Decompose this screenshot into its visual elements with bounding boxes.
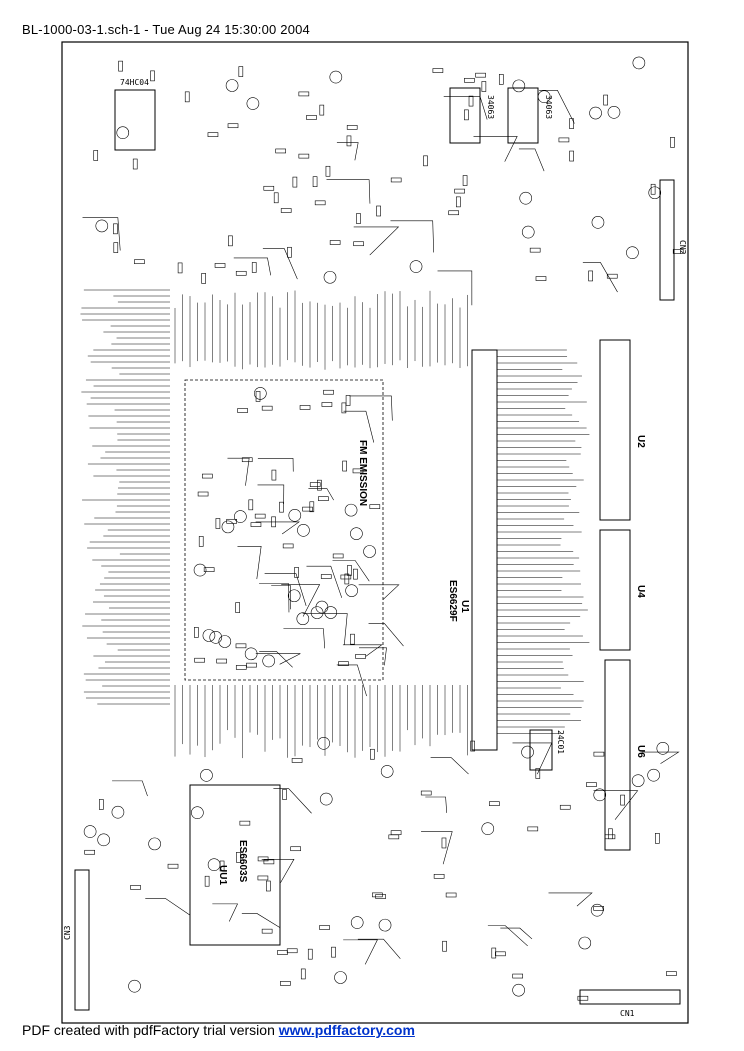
chip-uu1-ref: UU1	[217, 865, 228, 885]
chip-u3-part: 24C01	[556, 730, 565, 754]
connector-cn3	[74, 869, 90, 1011]
chip-u2-ref: U2	[635, 435, 646, 448]
connector-cn2-label: CN2	[678, 240, 687, 255]
chip-u3	[529, 729, 553, 771]
connector-cn1-label: CN1	[620, 1009, 635, 1018]
chip-u7	[507, 87, 539, 144]
chip-u5	[114, 89, 156, 151]
chip-u11	[449, 87, 481, 144]
chip-u4	[599, 529, 631, 651]
page-title: BL-1000-03-1.sch-1 - Tue Aug 24 15:30:00…	[22, 22, 310, 37]
chip-u1-ref: U1	[459, 600, 470, 613]
connector-cn1	[579, 989, 681, 1005]
chip-u6-ref: U6	[635, 745, 646, 758]
chip-u11-part: 34063	[486, 95, 495, 119]
chip-u5-part: 74HC04	[120, 78, 149, 87]
pdf-footer: PDF created with pdfFactory trial versio…	[22, 1022, 415, 1038]
chip-uu1-part: ES6603S	[237, 840, 248, 883]
chip-u2	[599, 339, 631, 521]
schematic-frame	[61, 41, 689, 1024]
schematic-drawing: FM EMISSION U1 ES6629F U2 U4 U6 24C01 UU…	[61, 41, 689, 1024]
footer-text: PDF created with pdfFactory trial versio…	[22, 1022, 279, 1038]
chip-u1	[471, 349, 498, 751]
fm-emission-block	[184, 379, 384, 681]
chip-u6	[604, 659, 631, 851]
pdffactory-link[interactable]: www.pdffactory.com	[278, 1022, 415, 1038]
circuit-schematic: FM EMISSION U1 ES6629F U2 U4 U6 24C01 UU…	[60, 40, 690, 1025]
chip-uu1	[189, 784, 281, 946]
chip-u4-ref: U4	[635, 585, 646, 598]
chip-u7-part: 34063	[544, 95, 553, 119]
chip-u1-part: ES6629F	[447, 580, 458, 622]
connector-cn2	[659, 179, 675, 301]
connector-cn3-label: CN3	[63, 925, 72, 940]
wiring	[80, 56, 684, 1001]
